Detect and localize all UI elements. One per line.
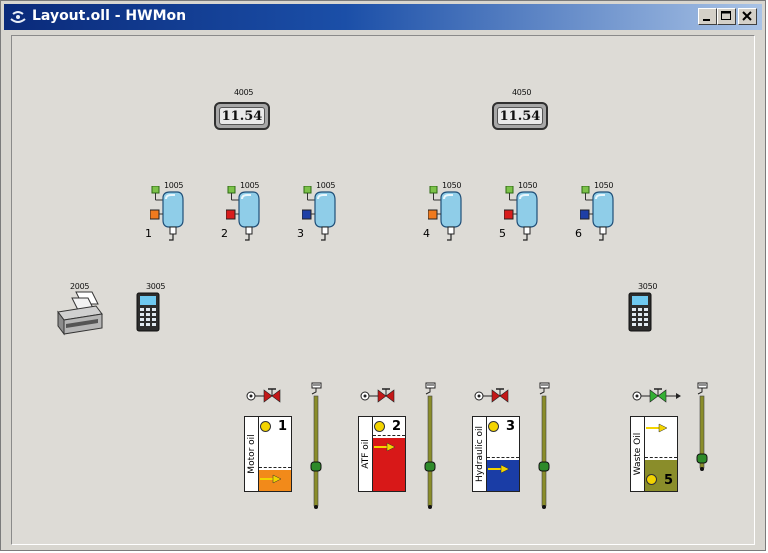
title-bar[interactable]: Layout.oll - HWMon (4, 4, 762, 30)
maximize-icon (721, 11, 731, 20)
meter-5-number: 5 (499, 227, 506, 240)
flow-meter-1-icon[interactable] (150, 186, 188, 248)
gauge-icon (260, 421, 271, 432)
tank-4[interactable]: Waste Oil 5 (630, 416, 678, 492)
flow-meter-5-icon[interactable] (504, 186, 542, 248)
meter-1-number: 1 (145, 227, 152, 240)
tank-level-line (259, 467, 291, 470)
level-sensor-3-icon[interactable] (534, 382, 554, 510)
flow-meter-4-icon[interactable] (428, 186, 466, 248)
layout-canvas: 4005 11.54 4050 11.54 1005 1 1005 2 1005 3 105… (11, 35, 755, 545)
minimize-button[interactable] (698, 8, 717, 25)
inflow-arrow-icon (646, 423, 668, 433)
tank-label-area: Hydraulic oil (473, 417, 486, 491)
tank-label-area: Motor oil (245, 417, 258, 491)
tank-level-fill (487, 460, 519, 491)
level-sensor-4-icon[interactable] (692, 382, 712, 472)
maximize-button[interactable] (717, 8, 736, 25)
meter-2-number: 2 (221, 227, 228, 240)
tank-label: ATF oil (360, 439, 371, 469)
gauge-icon (488, 421, 499, 432)
display-4050[interactable]: 11.54 (492, 102, 548, 130)
display-4005-id: 4005 (234, 88, 254, 97)
tank-label-strip (631, 417, 645, 491)
inflow-arrow-icon (374, 442, 396, 452)
printer-icon[interactable] (52, 290, 104, 340)
display-4005-value: 11.54 (219, 107, 265, 125)
tank-label: Hydraulic oil (474, 425, 485, 483)
level-sensor-2-icon[interactable] (420, 382, 440, 510)
tank-label: Motor oil (246, 434, 257, 474)
controller-3050-id: 3050 (638, 282, 658, 291)
tank-label-area: Waste Oil (631, 417, 644, 491)
meter-1-id: 1005 (164, 181, 184, 190)
level-sensor-1-icon[interactable] (306, 382, 326, 510)
inflow-arrow-icon (260, 474, 282, 484)
flow-meter-3-icon[interactable] (302, 186, 340, 248)
gauge-icon (646, 474, 657, 485)
controller-3005-icon[interactable] (136, 292, 160, 332)
tank-number: 2 (391, 419, 401, 434)
tank-3[interactable]: Hydraulic oil 3 (472, 416, 520, 492)
close-button[interactable] (738, 8, 757, 25)
flow-meter-6-icon[interactable] (580, 186, 618, 248)
meter-2-id: 1005 (240, 181, 260, 190)
gauge-icon (374, 421, 385, 432)
display-4050-value: 11.54 (497, 107, 543, 125)
meter-6-id: 1050 (594, 181, 614, 190)
printer-id: 2005 (70, 282, 90, 291)
display-4005[interactable]: 11.54 (214, 102, 270, 130)
tank-2[interactable]: ATF oil 2 (358, 416, 406, 492)
display-4050-id: 4050 (512, 88, 532, 97)
controller-3005-id: 3005 (146, 282, 166, 291)
tank-label: Waste Oil (632, 432, 643, 476)
window-title: Layout.oll - HWMon (32, 8, 187, 24)
meter-6-number: 6 (575, 227, 582, 240)
app-icon (10, 11, 26, 23)
meter-4-id: 1050 (442, 181, 462, 190)
tank-label-strip (473, 417, 487, 491)
flow-meter-2-icon[interactable] (226, 186, 264, 248)
meter-4-number: 4 (423, 227, 430, 240)
inflow-arrow-icon (488, 464, 510, 474)
tank-label-strip (359, 417, 373, 491)
drain-valve-4-icon[interactable] (632, 386, 682, 406)
meter-3-number: 3 (297, 227, 304, 240)
fill-valve-1-icon[interactable] (246, 386, 296, 406)
tank-label-strip (245, 417, 259, 491)
tank-label-area: ATF oil (359, 417, 372, 491)
fill-valve-3-icon[interactable] (474, 386, 524, 406)
tank-1[interactable]: Motor oil 1 (244, 416, 292, 492)
fill-valve-2-icon[interactable] (360, 386, 410, 406)
tank-number: 5 (663, 473, 673, 488)
tank-level-line (487, 457, 519, 460)
close-icon (742, 11, 752, 21)
tank-level-line (645, 457, 677, 460)
tank-number: 3 (505, 419, 515, 434)
tank-level-line (373, 435, 405, 438)
meter-5-id: 1050 (518, 181, 538, 190)
minimize-icon (703, 19, 710, 21)
meter-3-id: 1005 (316, 181, 336, 190)
controller-3050-icon[interactable] (628, 292, 652, 332)
tank-number: 1 (277, 419, 287, 434)
